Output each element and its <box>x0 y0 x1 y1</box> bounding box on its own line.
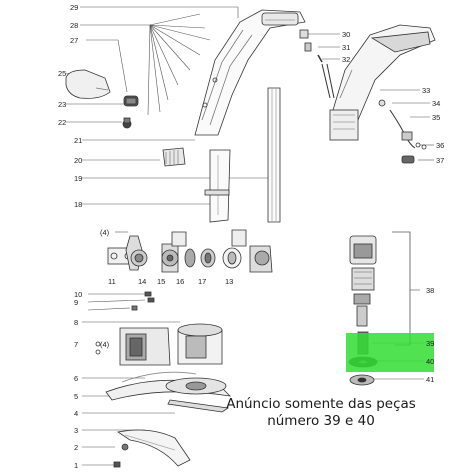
motor-housing <box>95 323 223 366</box>
lower-guard <box>113 429 191 468</box>
callout-left-16: 13 <box>225 277 234 286</box>
callout-left-4: 23 <box>58 100 67 109</box>
callout-left-24: 4 <box>74 409 79 418</box>
callout-left-15: 17 <box>198 277 207 286</box>
callout-right-8: 38 <box>426 286 435 295</box>
callout-right-6: 36 <box>436 141 445 150</box>
callout-left-26: 2 <box>74 443 79 452</box>
notice-line-1: Anúncio somente das peças <box>226 396 416 412</box>
callout-left-27: 1 <box>74 461 79 470</box>
upper-handle-housing <box>194 9 306 136</box>
shaft-tubes <box>204 87 281 223</box>
callout-left-20: 7 <box>74 340 79 349</box>
callout-right-10: 40 <box>426 357 435 366</box>
screws-8-10 <box>131 291 155 311</box>
callout-left-6: 21 <box>74 136 83 145</box>
callout-right-0: 30 <box>342 30 351 39</box>
callout-left-22: 6 <box>74 374 79 383</box>
callout-right-9: 39 <box>426 339 435 348</box>
callout-left-9: 18 <box>74 200 83 209</box>
callout-left-19: 8 <box>74 318 79 327</box>
callout-right-7: 37 <box>436 156 445 165</box>
callout-left-5: 22 <box>58 118 67 127</box>
callout-left-8: 19 <box>74 174 83 183</box>
parts-row-11-17 <box>107 229 273 273</box>
callout-left-7: 20 <box>74 156 83 165</box>
callout-left-23: 5 <box>74 392 79 401</box>
notice-line-2: número 39 e 40 <box>267 412 375 429</box>
callout-left-2: 27 <box>70 36 79 45</box>
callout-right-11: 41 <box>426 375 435 384</box>
callout-left-0: 29 <box>70 3 79 12</box>
callout-left-17: 10 <box>74 290 83 299</box>
callout-left-1: 28 <box>70 21 79 30</box>
callout-right-3: 33 <box>422 86 431 95</box>
leader-lines-left <box>65 6 268 466</box>
parts-34-37 <box>378 99 427 164</box>
parts-22-25 <box>65 69 139 129</box>
blade-guard <box>105 371 232 413</box>
callout-left-25: 3 <box>74 426 79 435</box>
callout-left-11: 11 <box>108 277 116 286</box>
callout-right-1: 31 <box>342 43 351 52</box>
callout-left-18: 9 <box>74 298 79 307</box>
rear-handle-housing <box>329 24 436 141</box>
callout-right-5: 35 <box>432 113 441 122</box>
callout-left-21: (4) <box>100 340 110 349</box>
callout-left-14: 16 <box>176 277 185 286</box>
callout-left-10: (4) <box>100 228 110 237</box>
listing-notice: Anúncio somente das peças número 39 e 40 <box>226 396 416 430</box>
part-20 <box>162 147 186 167</box>
callout-left-13: 15 <box>157 277 166 286</box>
callout-left-3: 25 <box>58 69 67 78</box>
callout-left-12: 14 <box>138 277 147 286</box>
bracket-38 <box>392 231 411 346</box>
parts-30-32 <box>299 29 335 99</box>
callout-right-4: 34 <box>432 99 441 108</box>
callout-right-2: 32 <box>342 55 351 64</box>
highlight-parts-39-40 <box>346 333 434 372</box>
